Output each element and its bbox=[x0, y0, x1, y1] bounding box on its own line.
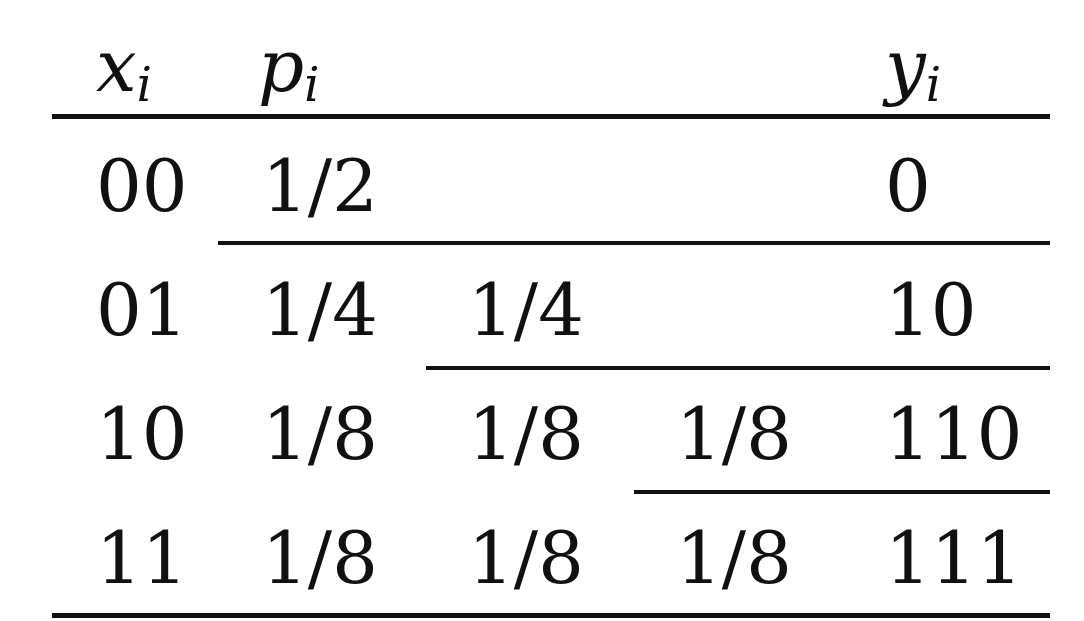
row-1-p2: 1/4 bbox=[468, 268, 584, 352]
header-x-base: x bbox=[96, 24, 137, 108]
top-rule bbox=[52, 114, 1050, 119]
row-0-x: 00 bbox=[96, 144, 188, 228]
rule-row-0 bbox=[218, 241, 1050, 245]
row-0-y: 0 bbox=[885, 144, 931, 228]
row-3-x: 11 bbox=[96, 516, 188, 600]
header-p: pi bbox=[258, 30, 319, 109]
rule-row-2 bbox=[634, 490, 1050, 494]
header-y-sub: i bbox=[925, 57, 942, 113]
row-0-p1: 1/2 bbox=[262, 144, 378, 228]
header-p-sub: i bbox=[304, 57, 320, 113]
row-3-p1: 1/8 bbox=[262, 516, 378, 600]
header-y-base: y bbox=[885, 24, 926, 108]
row-1-x: 01 bbox=[96, 268, 188, 352]
row-1-p1: 1/4 bbox=[262, 268, 378, 352]
row-2-y: 110 bbox=[885, 392, 1023, 476]
row-1-y: 10 bbox=[885, 268, 977, 352]
row-2-p2: 1/8 bbox=[468, 392, 584, 476]
header-x: xi bbox=[96, 30, 152, 109]
row-3-p2: 1/8 bbox=[468, 516, 584, 600]
rule-row-1 bbox=[426, 366, 1050, 370]
row-2-x: 10 bbox=[96, 392, 188, 476]
row-2-p3: 1/8 bbox=[676, 392, 792, 476]
row-2-p1: 1/8 bbox=[262, 392, 378, 476]
bottom-rule bbox=[52, 613, 1050, 618]
header-y: yi bbox=[885, 30, 941, 109]
header-p-base: p bbox=[258, 24, 305, 108]
header-x-sub: i bbox=[136, 57, 152, 113]
row-3-p3: 1/8 bbox=[676, 516, 792, 600]
row-3-y: 111 bbox=[885, 516, 1023, 600]
